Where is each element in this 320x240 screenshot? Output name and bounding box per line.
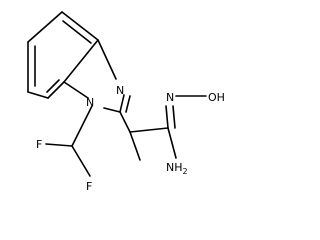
difluoromethyl-group <box>45 105 93 177</box>
bond-cim-nh2 <box>167 127 177 159</box>
amidoxime-chain <box>119 95 207 161</box>
bond-chf2-f-upper <box>45 143 73 147</box>
atom-n3-label: N <box>116 84 124 97</box>
bond-c2-ch <box>119 111 131 133</box>
benzene-ring <box>27 11 99 99</box>
bond-c7a-c7 <box>47 81 65 99</box>
bond-ch-methyl <box>129 131 141 161</box>
bond-cim-noxime <box>165 105 169 129</box>
bond-chf2-f-lower <box>71 145 91 177</box>
bond-c5-c4 <box>27 11 63 43</box>
atom-f-upper-label: F <box>36 138 42 151</box>
bond-c7a-c7-inner <box>46 79 60 93</box>
atom-n-oxime-label: N <box>166 91 174 104</box>
bond-c7-c6 <box>27 91 49 99</box>
atom-hydroxyl-label: OH <box>208 91 225 104</box>
atom-amine-label: NH2 <box>166 161 188 176</box>
imidazole-ring <box>63 39 131 113</box>
atom-amine-sub: 2 <box>183 167 188 176</box>
bond-c3a-c7a <box>63 39 99 83</box>
bond-c4-c3a-inner <box>62 20 92 44</box>
bond-ch-cim <box>129 127 169 133</box>
atom-amine-main: NH <box>166 161 183 174</box>
molecule-structure: N N F F N OH NH2 <box>27 11 225 193</box>
atom-n1-label: N <box>86 96 94 109</box>
atom-f-lower-label: F <box>86 180 92 193</box>
bond-n1-chf2 <box>71 105 93 147</box>
bond-c3a-n3 <box>97 39 117 80</box>
bond-c4-c3a <box>61 11 99 41</box>
bond-n3-c2-double <box>125 95 131 113</box>
bond-c2-n1 <box>103 107 121 113</box>
bond-n1-c7a <box>63 81 89 99</box>
bond-cim-noxime-double <box>172 105 176 129</box>
bond-n3-c2 <box>119 94 125 113</box>
